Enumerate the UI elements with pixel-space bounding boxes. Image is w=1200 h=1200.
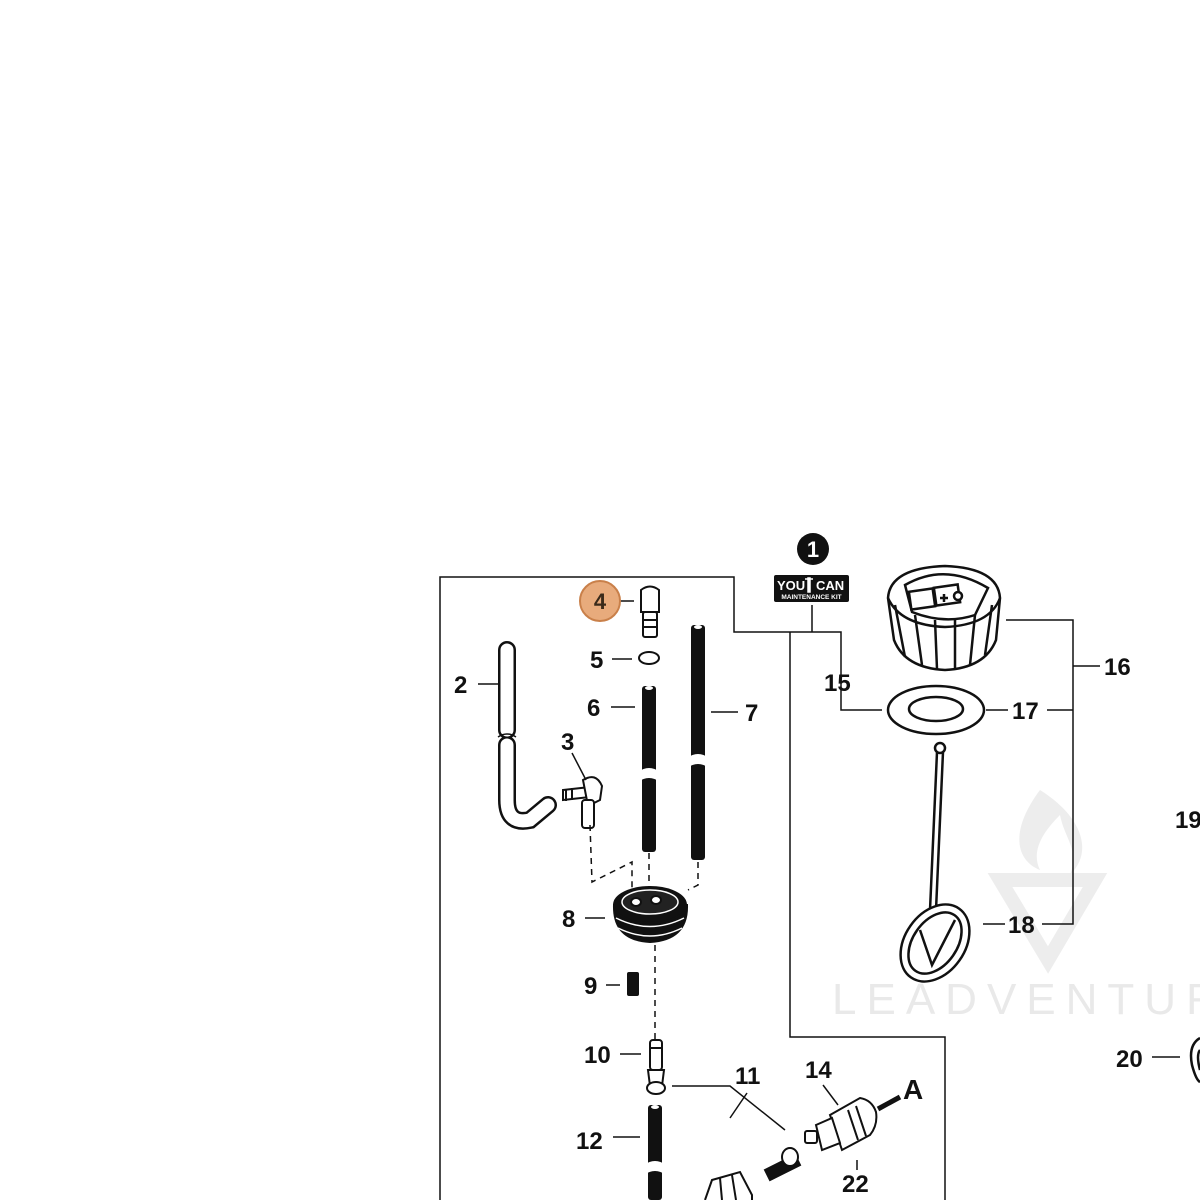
callout-3[interactable]: 3 [561, 729, 574, 756]
part-10-fitting[interactable] [646, 1039, 666, 1087]
part-5-o-ring[interactable] [638, 651, 660, 665]
callout-4-highlighted[interactable]: 4 [579, 580, 621, 622]
kit-number: 1 [807, 537, 819, 562]
leader-lines [478, 600, 1180, 1170]
part-8-grommet[interactable] [612, 886, 689, 944]
callout-17[interactable]: 17 [1012, 698, 1039, 725]
callout-6[interactable]: 6 [587, 695, 600, 722]
part-3-elbow-fitting[interactable] [562, 776, 604, 829]
kit-line1-left: YOU [777, 578, 805, 593]
watermark-v-icon [987, 873, 1108, 974]
part-2-hose[interactable] [497, 641, 557, 830]
kit-badge-box [774, 575, 849, 602]
callout-10[interactable]: 10 [584, 1042, 611, 1069]
callout-12[interactable]: 12 [576, 1128, 603, 1155]
part-12-fuel-line[interactable] [644, 1105, 666, 1200]
kit-number-circle [797, 533, 829, 565]
ref-arrow-line [876, 1094, 902, 1112]
wrench-icon [805, 577, 813, 593]
callout-15[interactable]: 15 [824, 670, 851, 697]
part-7-fuel-line[interactable] [687, 625, 709, 860]
callout-4-label: 4 [594, 589, 607, 614]
part-20[interactable] [1189, 1036, 1200, 1084]
leadventure-watermark: LEADVENTURE [832, 790, 1200, 1024]
bracket-lines [983, 619, 1100, 925]
part-o-ring-small[interactable] [646, 1081, 666, 1095]
maintenance-kit-badge[interactable]: 1 YOU CAN MAINTENANCE KIT [774, 533, 849, 602]
watermark-text: LEADVENTURE [832, 975, 1200, 1024]
assembly-dashed-lines [589, 824, 699, 1200]
callout-11[interactable]: 11 [735, 1063, 760, 1090]
callout-9[interactable]: 9 [584, 973, 597, 1000]
kit-line1-right: CAN [816, 578, 844, 593]
callout-22[interactable]: 22 [842, 1171, 869, 1198]
watermark-flame-icon [1019, 790, 1083, 875]
callout-5[interactable]: 5 [590, 647, 603, 674]
part-6-fuel-line[interactable] [638, 686, 660, 852]
part-18-tether[interactable] [886, 741, 983, 995]
callout-14[interactable]: 14 [805, 1057, 832, 1084]
part-4-fitting[interactable] [640, 585, 660, 638]
part-14-fuel-filter[interactable] [804, 1096, 878, 1152]
part-17-gasket[interactable] [886, 684, 986, 736]
kit-line2: MAINTENANCE KIT [781, 594, 841, 601]
callout-labels: 2 3 5 6 7 8 9 10 11 12 14 15 16 17 18 19… [454, 647, 1200, 1198]
callout-7[interactable]: 7 [745, 700, 758, 727]
part-9-bushing[interactable] [627, 972, 639, 996]
callout-16[interactable]: 16 [1104, 654, 1131, 681]
callout-18[interactable]: 18 [1008, 912, 1035, 939]
part-16-fuel-cap[interactable] [886, 564, 1002, 672]
ref-marker-a[interactable]: A [903, 1074, 923, 1105]
callout-19[interactable]: 19 [1175, 807, 1200, 834]
callout-8[interactable]: 8 [562, 906, 575, 933]
assembly-boundary [439, 576, 946, 1200]
callout-20[interactable]: 20 [1116, 1046, 1143, 1073]
callout-2[interactable]: 2 [454, 672, 467, 699]
part-fuel-filter-lower[interactable] [704, 1147, 802, 1200]
